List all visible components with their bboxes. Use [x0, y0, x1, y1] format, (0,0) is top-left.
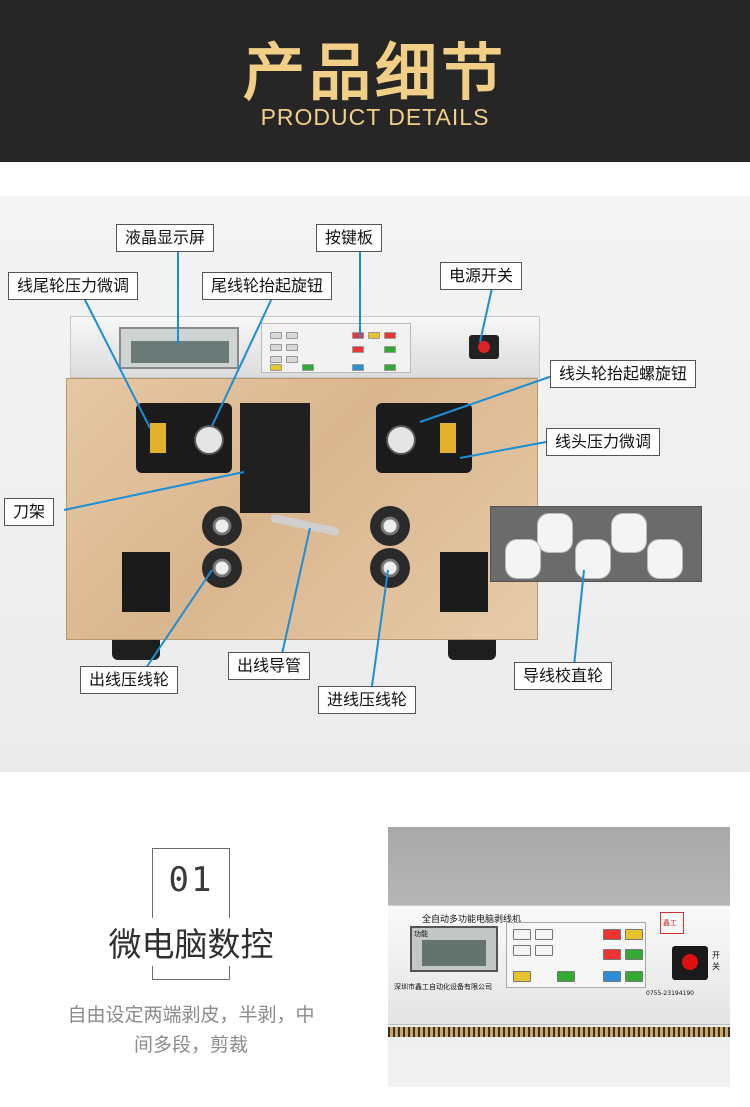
- callout-in-press-wheel: 进线压线轮: [318, 686, 417, 714]
- brand-logo: 鑫工: [660, 912, 684, 934]
- keypad-key: [384, 332, 396, 339]
- keypad-key: [368, 332, 380, 339]
- callout-tail-wheel-lift: 尾线轮抬起旋钮: [202, 272, 333, 300]
- callout-power-switch: 电源开关: [440, 262, 523, 290]
- keypad-key: [270, 332, 282, 339]
- tool-holder-block: [240, 403, 310, 513]
- callout-tool-holder: 刀架: [4, 498, 55, 526]
- callout-out-press-wheel: 出线压线轮: [80, 666, 179, 694]
- keypad-key: [270, 356, 282, 363]
- keypad-key: [352, 364, 364, 371]
- scale-panel: [122, 552, 170, 612]
- keypad-key: [513, 945, 531, 956]
- keypad-key: [513, 971, 531, 982]
- keypad-key: [535, 945, 553, 956]
- keypad-key: [603, 949, 621, 960]
- power-switch: [672, 946, 708, 980]
- callout-lcd: 液晶显示屏: [116, 224, 215, 252]
- section-title-cn: 产品细节: [242, 36, 507, 109]
- keypad-key: [603, 971, 621, 982]
- lcd-screen: [131, 341, 229, 363]
- power-indicator: [478, 341, 490, 353]
- lcd-label: 功能: [414, 930, 428, 938]
- out-press-roller: [202, 548, 242, 588]
- keypad-key: [352, 346, 364, 353]
- power-switch: [469, 335, 499, 359]
- straightener-roller: [647, 539, 683, 579]
- logo-text: 鑫工: [663, 919, 677, 927]
- leader-tail-pressure: [83, 297, 151, 429]
- keypad-key: [286, 344, 298, 351]
- product-diagram: 液晶显示屏 按键板 线尾轮压力微调 尾线轮抬起旋钮 电源开关 线头轮抬起螺旋钮 …: [0, 196, 750, 772]
- callout-head-wheel-lift: 线头轮抬起螺旋钮: [550, 360, 697, 388]
- control-panel: 全自动多功能电脑剥线机 功能 深圳市鑫工自动化设备有限公司 鑫工 开关 0755…: [388, 905, 730, 1025]
- straightener-roller: [611, 513, 647, 553]
- lcd-screen: [422, 940, 486, 966]
- section-title-en: PRODUCT DETAILS: [260, 104, 490, 130]
- page-header: 产品细节 PRODUCT DETAILS: [0, 0, 750, 162]
- keypad-key: [535, 929, 553, 940]
- machine-foot: [112, 640, 160, 660]
- keypad-key: [625, 949, 643, 960]
- straightener-assembly: [490, 506, 702, 582]
- keypad-key: [384, 346, 396, 353]
- leader-out-tube: [281, 527, 311, 655]
- keypad-key: [603, 929, 621, 940]
- in-press-roller: [370, 506, 410, 546]
- feature-number-frame: [152, 848, 230, 980]
- straightener-roller: [575, 539, 611, 579]
- keypad-key: [302, 364, 314, 371]
- keypad-panel: [261, 323, 411, 373]
- callout-out-tube: 出线导管: [228, 652, 311, 680]
- keypad-key: [384, 364, 396, 371]
- leader-head-lift: [419, 373, 559, 423]
- feature-title: 微电脑数控: [0, 918, 382, 966]
- keypad-key: [513, 929, 531, 940]
- leader-tool: [63, 471, 245, 511]
- callout-tail-wheel-pressure: 线尾轮压力微调: [8, 272, 139, 300]
- company-name: 深圳市鑫工自动化设备有限公司: [394, 983, 492, 991]
- machine-foot: [448, 640, 496, 660]
- leader-straightener: [573, 569, 585, 667]
- lift-knob: [386, 425, 416, 455]
- phone-number: 0755-23194190: [646, 990, 694, 997]
- in-press-roller: [370, 548, 410, 588]
- keypad-key: [352, 332, 364, 339]
- straightener-roller: [537, 513, 573, 553]
- keypad-panel: [506, 922, 646, 988]
- pressure-dial: [150, 423, 166, 453]
- straightener-roller: [505, 539, 541, 579]
- leader-out-wheel: [145, 569, 213, 669]
- pressure-dial: [440, 423, 456, 453]
- keypad-key: [286, 332, 298, 339]
- keypad-key: [625, 929, 643, 940]
- length-ruler: [388, 1027, 730, 1037]
- switch-label: 开关: [712, 951, 720, 971]
- machine-top-panel: [70, 316, 540, 378]
- head-adjust-panel: [376, 403, 472, 473]
- keypad-key: [625, 971, 643, 982]
- keypad-key: [270, 364, 282, 371]
- lcd-display: 功能: [410, 926, 498, 972]
- leader-tail-lift: [211, 297, 273, 427]
- leader-lines: [63, 250, 585, 687]
- leader-head-pressure: [459, 441, 547, 459]
- feature-number: 01: [168, 860, 214, 900]
- lift-knob: [194, 425, 224, 455]
- out-press-roller: [202, 506, 242, 546]
- scale-panel: [440, 552, 488, 612]
- callout-straightener: 导线校直轮: [514, 662, 613, 690]
- keypad-key: [557, 971, 575, 982]
- leader-power: [479, 287, 493, 343]
- keypad-key: [286, 356, 298, 363]
- panel-title: 全自动多功能电脑剥线机: [422, 915, 522, 925]
- tail-adjust-panel: [136, 403, 232, 473]
- callout-keypad: 按键板: [316, 224, 383, 252]
- leader-in-wheel: [371, 569, 389, 687]
- control-panel-photo: 全自动多功能电脑剥线机 功能 深圳市鑫工自动化设备有限公司 鑫工 开关 0755…: [388, 827, 730, 1087]
- keypad-key: [270, 344, 282, 351]
- feature-description: 自由设定两端剥皮，半剥，中间多段，剪裁: [67, 1004, 315, 1056]
- callout-head-pressure: 线头压力微调: [546, 428, 661, 456]
- power-indicator: [682, 954, 698, 970]
